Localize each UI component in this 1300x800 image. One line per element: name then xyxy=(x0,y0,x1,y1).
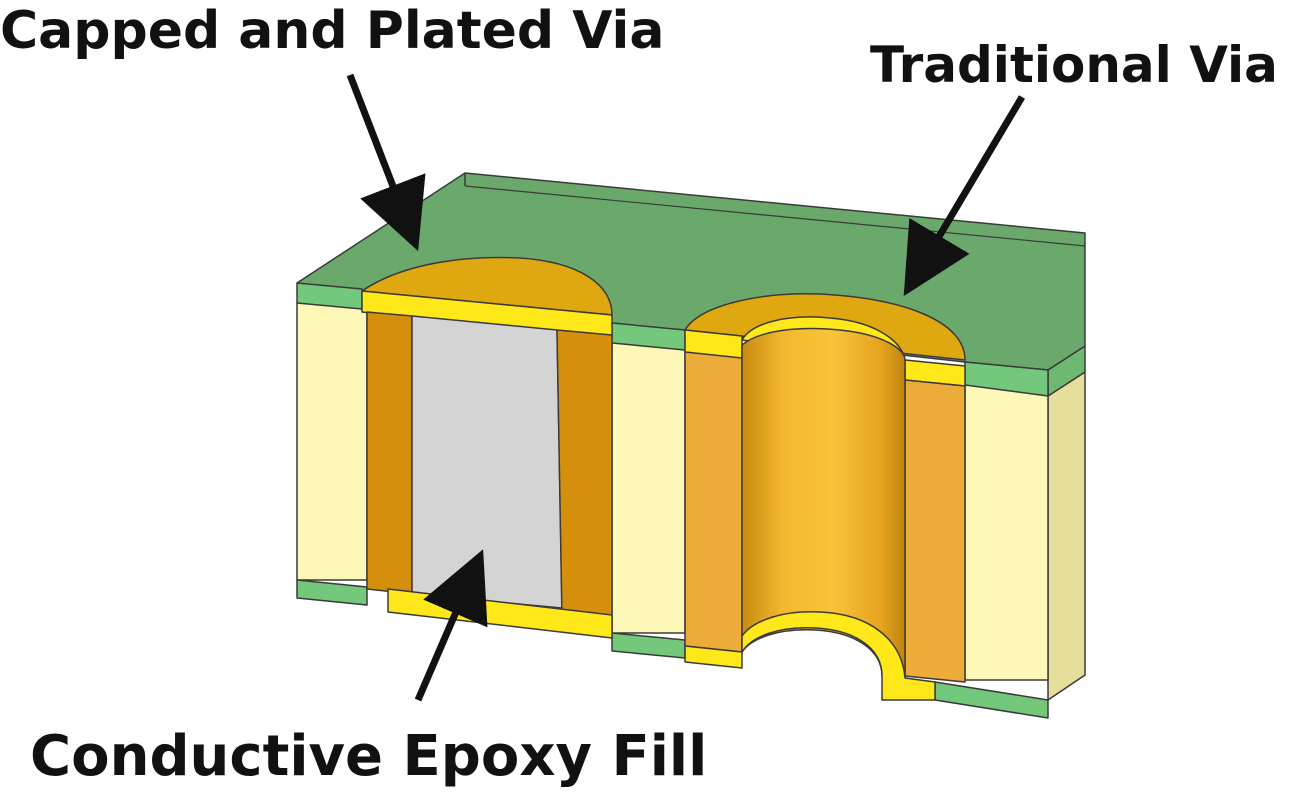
mask-strip-middle-bottom xyxy=(611,632,686,659)
label-capped-and-plated-via: Capped and Plated Via xyxy=(0,1,664,61)
arrow-traditional-via xyxy=(903,95,1026,297)
label-traditional-via: Traditional Via xyxy=(870,36,1278,94)
board-right-face-substrate xyxy=(1047,371,1086,701)
arrow-capped-via xyxy=(346,73,426,252)
traditional-pad-plating-bottom-left xyxy=(684,645,743,669)
mask-strip-left-bottom xyxy=(296,579,368,606)
conductive-epoxy-fill xyxy=(411,315,563,609)
substrate-middle xyxy=(611,342,686,634)
label-conductive-epoxy-fill: Conductive Epoxy Fill xyxy=(30,724,707,789)
traditional-barrel-wall-left xyxy=(684,351,743,653)
copper-cap-dome xyxy=(361,256,613,316)
traditional-barrel-wall-right xyxy=(904,379,966,683)
copper-barrel-right xyxy=(556,329,613,626)
copper-barrel-left xyxy=(366,311,413,595)
substrate-left xyxy=(296,302,368,581)
traditional-via-bottom-arc xyxy=(741,611,936,701)
arrow-epoxy-fill xyxy=(414,549,488,702)
mask-strip-right-bottom xyxy=(934,681,1049,719)
substrate-right xyxy=(964,384,1049,681)
